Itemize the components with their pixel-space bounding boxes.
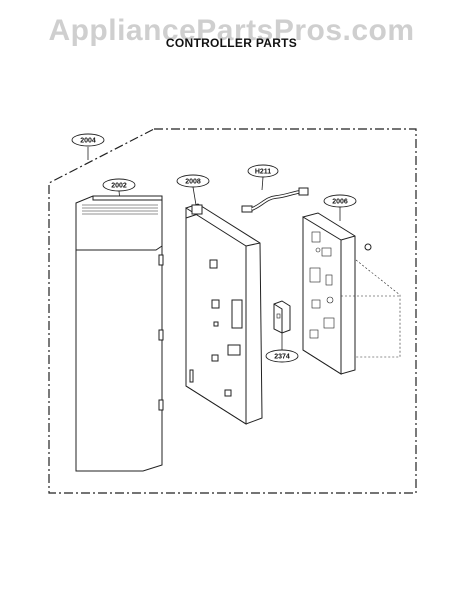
callout-2004: 2004 <box>71 133 105 147</box>
callout-2374: 2374 <box>265 349 299 363</box>
sub-board-part <box>273 300 291 334</box>
assembly-boundary <box>48 128 417 494</box>
callout-2008: 2008 <box>176 174 210 188</box>
main-pcb-part <box>302 212 401 375</box>
watermark-logo: AppliancePartsPros.com <box>48 14 415 47</box>
wire-harness-part <box>241 187 309 213</box>
callout-2374-label: 2374 <box>274 354 290 361</box>
callout-2002-label: 2002 <box>111 183 127 190</box>
callout-2004-label: 2004 <box>80 138 96 145</box>
front-panel-part <box>75 195 164 472</box>
callout-2008-label: 2008 <box>185 179 201 186</box>
callout-H211-label: H211 <box>255 169 271 176</box>
callout-2006: 2006 <box>323 194 357 208</box>
controller-frame-part <box>185 203 263 425</box>
page-title: CONTROLLER PARTS <box>165 36 298 50</box>
callout-H211: H211 <box>247 164 279 178</box>
callout-2002: 2002 <box>102 178 136 192</box>
callout-2006-label: 2006 <box>332 199 348 206</box>
